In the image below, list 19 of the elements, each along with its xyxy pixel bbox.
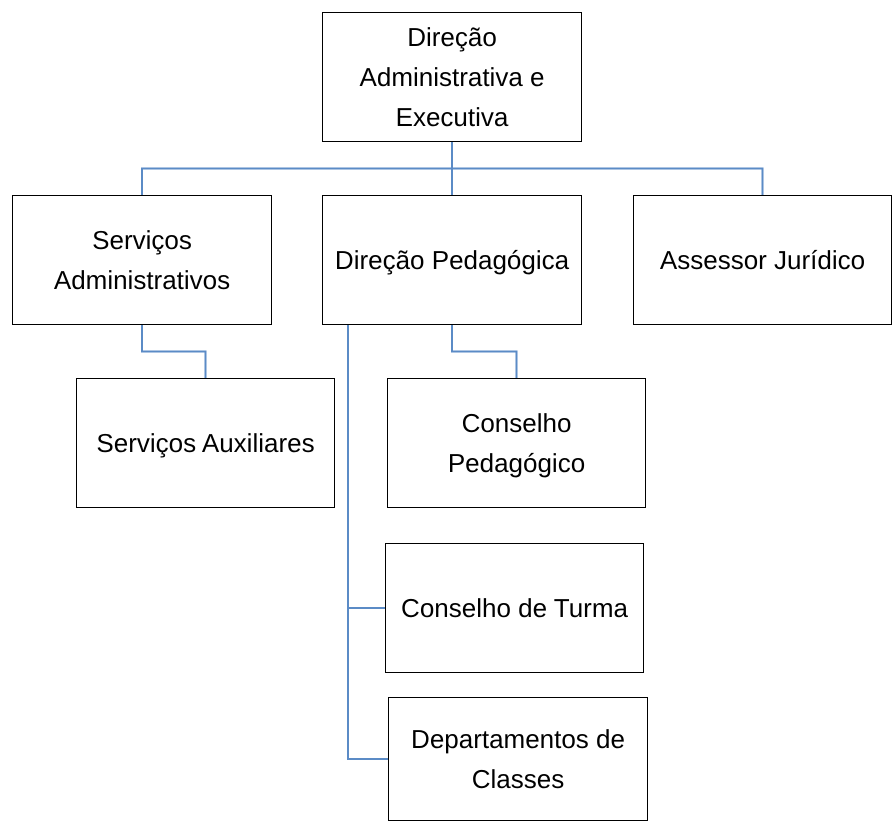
box-label: Assessor Jurídico <box>660 244 866 277</box>
connector-line <box>451 142 764 195</box>
connector-line <box>141 325 206 378</box>
box-label: Serviços Administrativos <box>52 224 232 297</box>
org-box <box>387 378 646 508</box>
org-box <box>322 195 582 325</box>
connector-line <box>451 325 518 378</box>
box-label: Conselho Pedagógico <box>446 407 586 480</box>
box-label: Departamentos de Classes <box>410 723 626 796</box>
box-label: Serviços Auxiliares <box>96 427 315 460</box>
box-label: Conselho de Turma <box>401 592 628 625</box>
org-box <box>322 12 582 142</box>
org-box <box>633 195 892 325</box>
org-box <box>388 697 648 821</box>
box-label: Direção Administrativa e Executiva <box>358 21 546 134</box>
org-box <box>12 195 272 325</box>
org-box <box>76 378 335 508</box>
box-label: Direção Pedagógica <box>334 244 570 277</box>
org-box <box>385 543 644 673</box>
